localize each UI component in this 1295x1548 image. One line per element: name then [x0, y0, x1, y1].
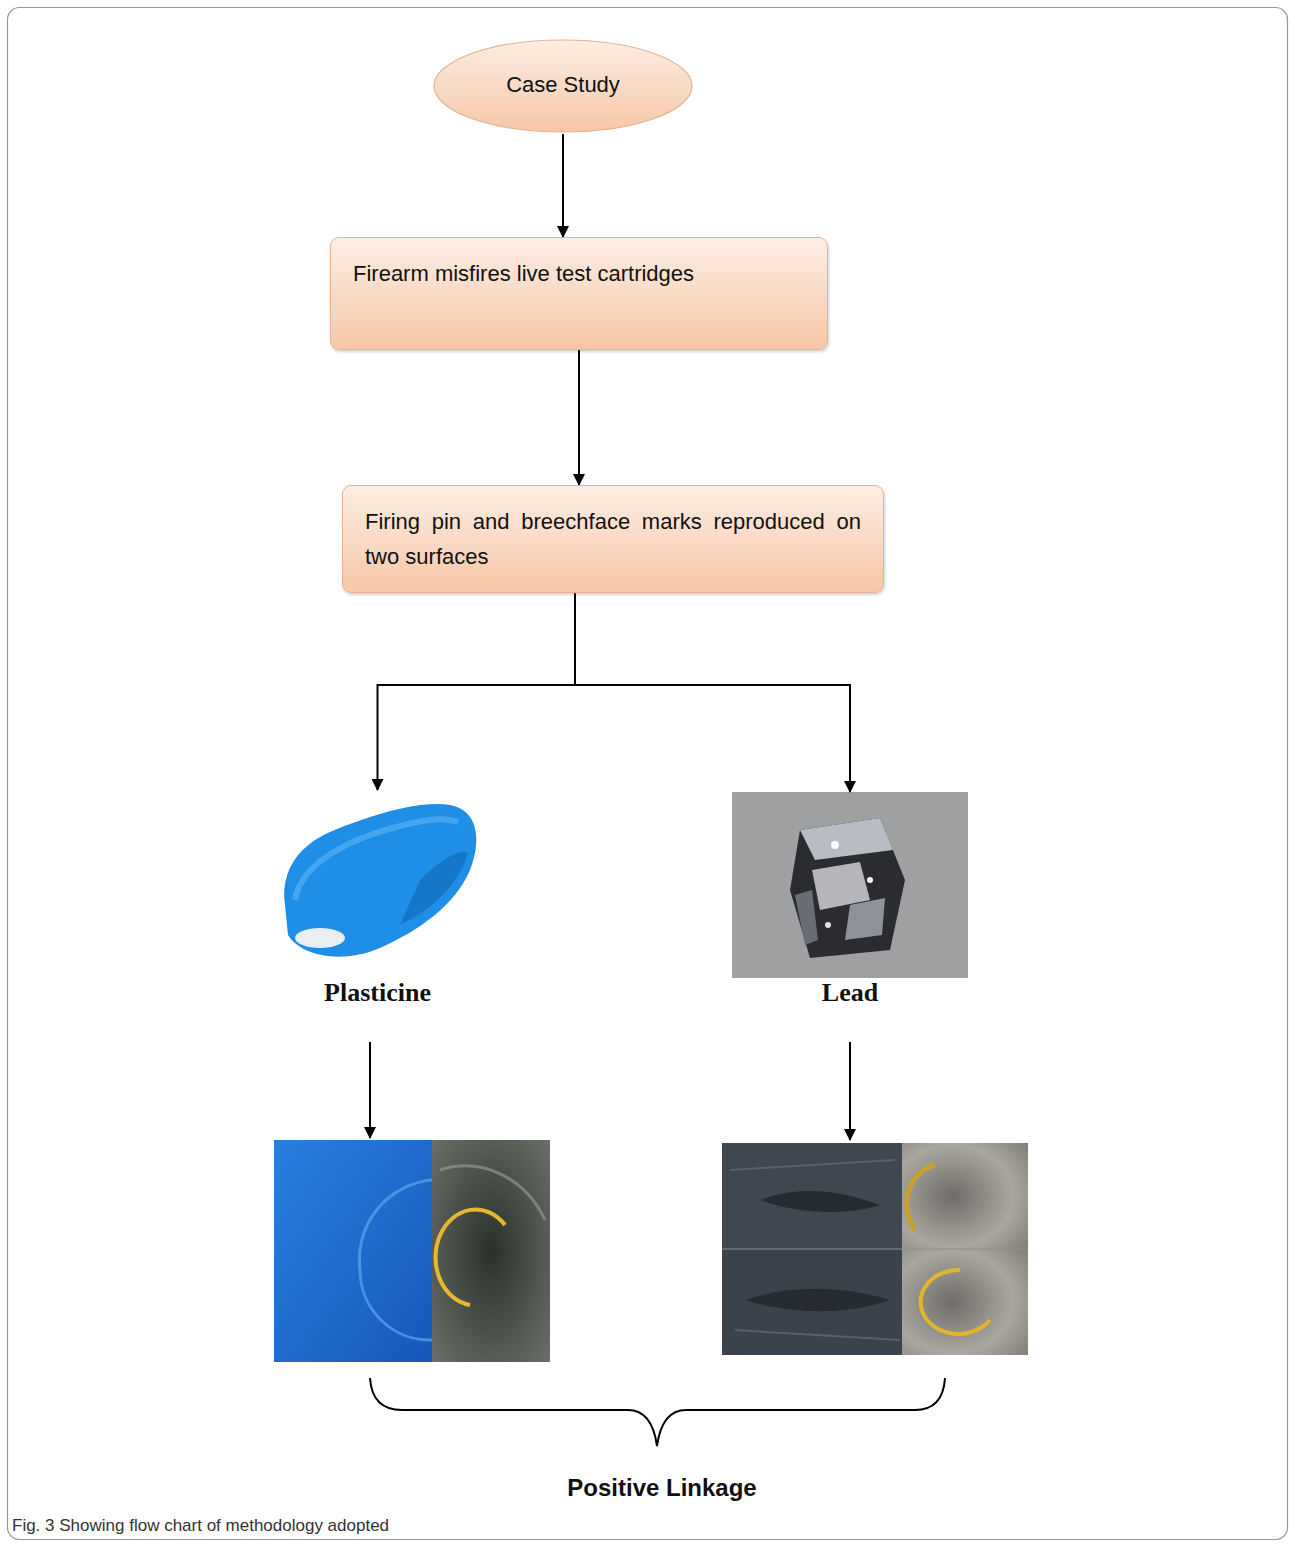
figure-border: [8, 8, 1288, 1540]
down-arrow: [369, 1042, 371, 1138]
node-text: Firearm misfires live test cartridges: [353, 256, 805, 291]
start-ellipse: Case Study: [432, 38, 694, 134]
figure-caption: Fig. 3 Showing flow chart of methodology…: [12, 1516, 389, 1536]
brace: [370, 1378, 945, 1446]
flow-arrow: [575, 593, 850, 792]
material-image-node: Lead: [732, 792, 968, 1008]
plasticine-comparison-photo: [274, 1140, 550, 1362]
flow-arrow: [562, 134, 564, 237]
node-text: Firing pin and breechface marks reproduc…: [365, 504, 861, 574]
process-box: Firearm misfires live test cartridges: [330, 237, 828, 350]
down-arrow: [849, 1042, 851, 1140]
lead-image: [732, 792, 968, 978]
node-text: Case Study: [432, 72, 694, 98]
material-label: Lead: [732, 978, 968, 1008]
material-label: Plasticine: [275, 978, 480, 1008]
flow-arrow: [578, 350, 580, 485]
result-label: Positive Linkage: [460, 1474, 864, 1502]
flow-arrow: [378, 593, 576, 790]
process-box: Firing pin and breechface marks reproduc…: [342, 485, 884, 593]
lead-comparison-photo: [722, 1143, 1028, 1355]
material-image-node: Plasticine: [275, 790, 480, 1008]
plasticine-image: [275, 790, 480, 976]
